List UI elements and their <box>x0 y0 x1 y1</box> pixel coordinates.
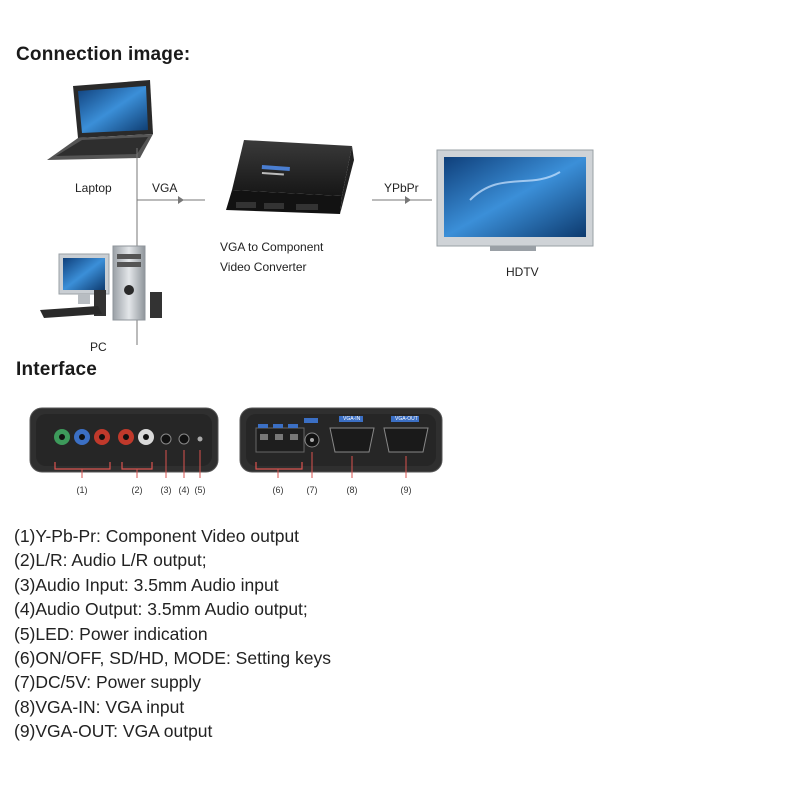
callout-2: (2) <box>131 485 143 495</box>
callout-1: (1) <box>76 485 88 495</box>
jack-green-icon <box>54 429 70 445</box>
callout-8: (8) <box>346 485 358 495</box>
vga-in-port-label: VGA-IN <box>343 416 361 422</box>
legend-item: (2)L/R: Audio L/R output; <box>14 550 207 571</box>
jack-red-icon <box>94 429 110 445</box>
audio-jack-icon <box>178 433 190 445</box>
connection-diagram <box>40 80 594 345</box>
rear-panel <box>239 407 443 478</box>
vga-out-port-label: VGA-OUT <box>395 416 418 422</box>
hdtv-icon <box>436 149 594 251</box>
pc-label: PC <box>90 340 107 354</box>
led-icon <box>197 436 203 442</box>
converter-label-line2: Video Converter <box>220 260 307 274</box>
hdtv-label: HDTV <box>506 265 539 279</box>
legend-item: (1)Y-Pb-Pr: Component Video output <box>14 526 300 546</box>
legend-item: (4)Audio Output: 3.5mm Audio output; <box>14 599 308 620</box>
callout-3: (3) <box>160 485 172 495</box>
callout-9: (9) <box>400 485 412 495</box>
legend-item: (6)ON/OFF, SD/HD, MODE: Setting keys <box>14 648 331 669</box>
callout-4: (4) <box>178 485 190 495</box>
legend-item: (9)VGA-OUT: VGA output <box>14 721 213 742</box>
connection-image-heading: Connection image: <box>16 44 191 65</box>
legend-item: (3)Audio Input: 3.5mm Audio input <box>14 574 279 595</box>
interface-heading: Interface <box>16 359 98 380</box>
vga-label: VGA <box>152 181 178 195</box>
laptop-icon <box>47 80 153 160</box>
front-panel <box>29 407 219 478</box>
laptop-label: Laptop <box>75 181 112 195</box>
button-icon <box>275 434 283 440</box>
legend-item: (8)VGA-IN: VGA input <box>14 696 185 717</box>
audio-jack-icon <box>160 433 172 445</box>
jack-blue-icon <box>74 429 90 445</box>
interface-panels <box>29 407 443 478</box>
callout-5: (5) <box>194 485 206 495</box>
vga-out-port-icon <box>383 427 429 453</box>
vga-in-port-icon <box>329 427 375 453</box>
arrow-icon <box>178 196 184 204</box>
converter-device-icon <box>226 140 354 214</box>
button-icon <box>260 434 268 440</box>
pc-icon <box>40 245 162 321</box>
ypbpr-label: YPbPr <box>384 181 419 195</box>
jack-white-icon <box>138 429 154 445</box>
jack-red-icon <box>118 429 134 445</box>
legend-item: (5)LED: Power indication <box>14 623 208 644</box>
converter-label-line1: VGA to Component <box>220 240 324 254</box>
legend-item: (7)DC/5V: Power supply <box>14 672 202 693</box>
callout-6: (6) <box>272 485 284 495</box>
arrow-icon <box>405 196 411 204</box>
dc-power-icon <box>304 432 320 448</box>
interface-legend: (1)Y-Pb-Pr: Component Video output (2)L/… <box>14 524 331 744</box>
callout-7: (7) <box>306 485 318 495</box>
button-icon <box>290 434 298 440</box>
